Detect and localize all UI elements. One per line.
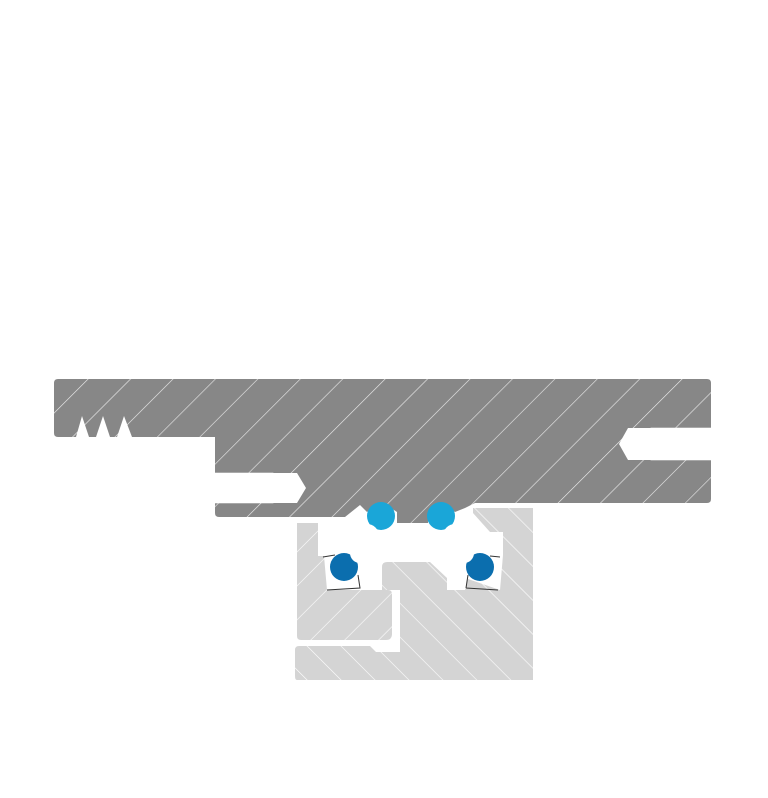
ball-bite xyxy=(443,524,467,548)
ball-cage-left xyxy=(322,554,361,591)
carriage-left-bore-outline xyxy=(214,472,274,504)
carriage-right-bore-outline xyxy=(650,427,712,461)
rail-main-body xyxy=(295,508,533,680)
ball-upper-left xyxy=(367,502,395,530)
ball-bite xyxy=(454,543,474,563)
ball-lower-right xyxy=(466,553,494,581)
ball-cage-right xyxy=(465,555,501,591)
ball-lower-left xyxy=(330,553,358,581)
rail-left-block xyxy=(297,523,392,640)
ball-upper-right xyxy=(427,502,455,530)
ball-bite xyxy=(355,524,379,548)
carriage-body xyxy=(54,379,711,523)
ball-bite xyxy=(350,543,370,563)
